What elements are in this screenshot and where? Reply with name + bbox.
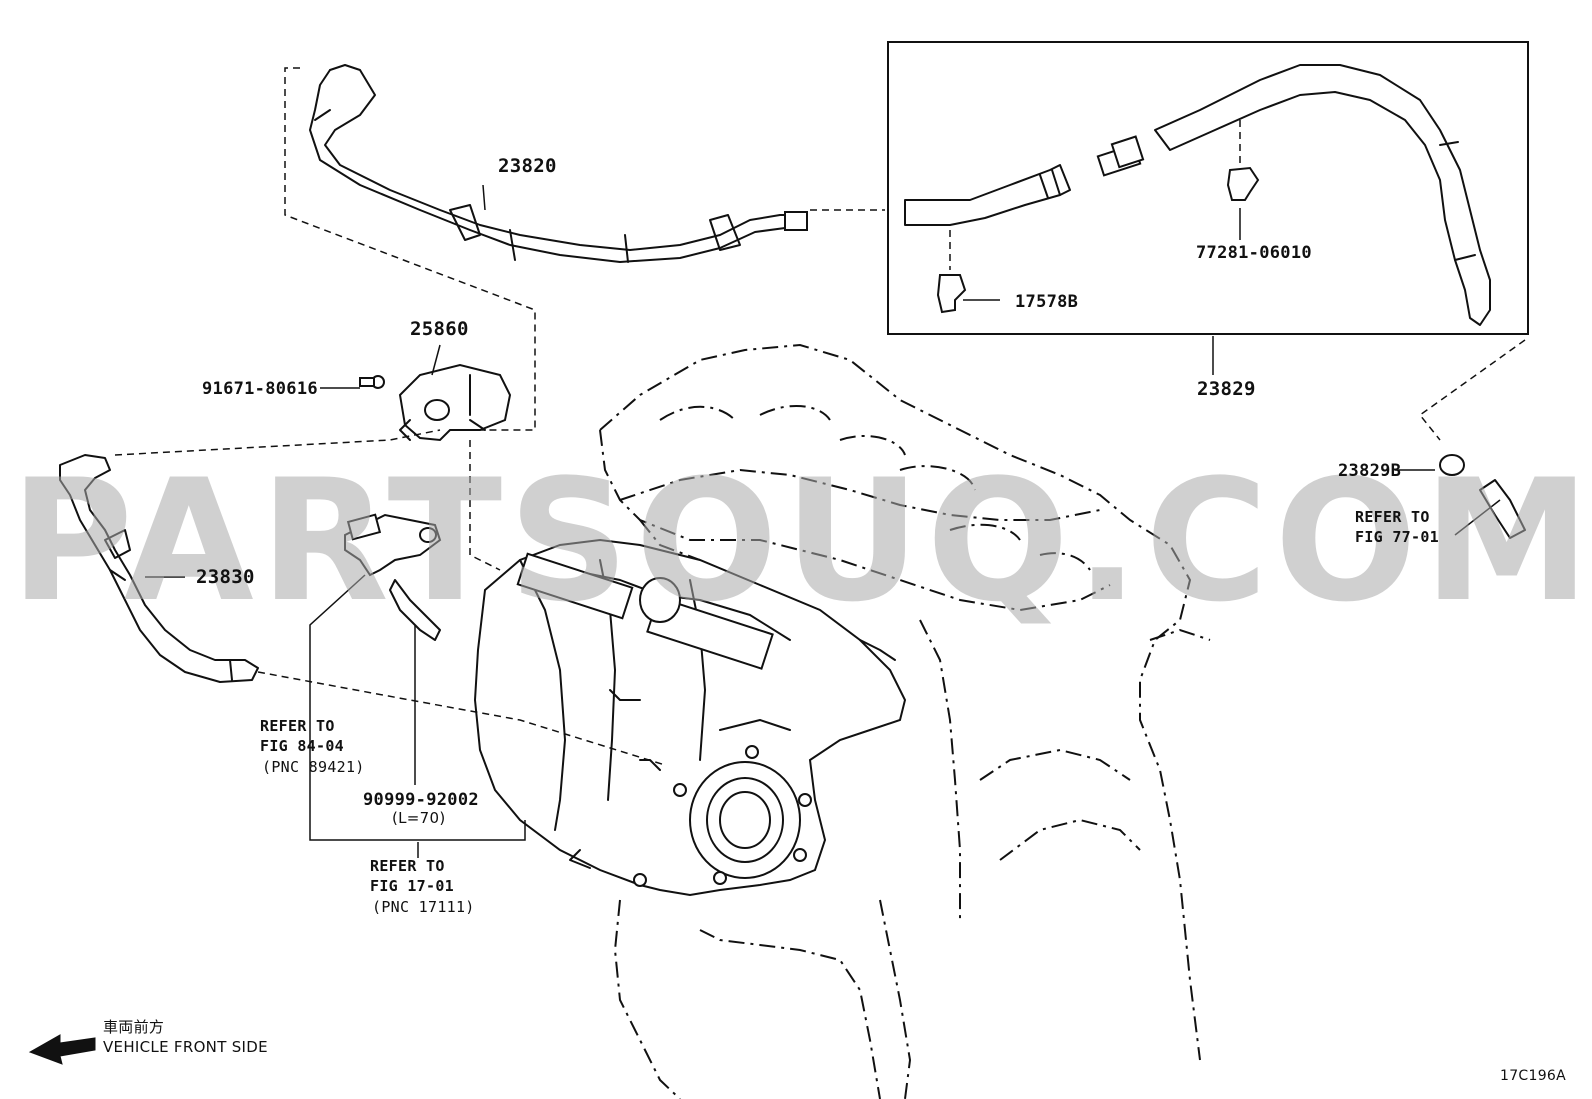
callout-90999-length: (L=70) [392, 809, 446, 827]
box-23829-assembly [887, 41, 1529, 335]
callout-23830[interactable]: 23830 [196, 566, 255, 588]
engine-block-phantom [599, 343, 1211, 1099]
callout-23820[interactable]: 23820 [498, 155, 557, 177]
hose-23820 [309, 64, 808, 263]
callout-23829b[interactable]: 23829B [1338, 461, 1402, 481]
hose-23830 [59, 429, 666, 766]
ref-fig8404-line3: (PNC 89421) [262, 758, 365, 776]
ref-fig7701-line1: REFER TO [1355, 508, 1430, 526]
ref-fig1701-line2[interactable]: FIG 17-01 [370, 877, 454, 895]
vehicle-front-label-en: VEHICLE FRONT SIDE [103, 1038, 268, 1056]
callout-91671-80616[interactable]: 91671-80616 [202, 379, 318, 399]
ref-fig1701-line1: REFER TO [370, 857, 445, 875]
vsv-25860 [359, 344, 512, 442]
ref-fig8404-line1: REFER TO [260, 717, 335, 735]
vehicle-front-arrow-icon [28, 1034, 96, 1065]
ref-fig8404-line2[interactable]: FIG 84-04 [260, 737, 344, 755]
leader-lines [145, 184, 1526, 858]
ref-fig1701-line3: (PNC 17111) [372, 898, 475, 916]
intake-manifold [473, 538, 907, 897]
callout-90999-92002[interactable]: 90999-92002 [363, 790, 479, 810]
figure-code: 17C196A [1500, 1068, 1566, 1084]
vehicle-front-label-jp: 車両前方 [103, 1018, 165, 1036]
callout-17578b[interactable]: 17578B [1015, 292, 1079, 312]
callout-77281-06010[interactable]: 77281-06010 [1196, 243, 1312, 263]
connection-frame-23820-25860 [284, 67, 885, 431]
callout-25860[interactable]: 25860 [410, 318, 469, 340]
sensor-89421 [344, 513, 442, 641]
ref-fig7701-line2[interactable]: FIG 77-01 [1355, 528, 1439, 546]
callout-23829[interactable]: 23829 [1197, 378, 1256, 400]
